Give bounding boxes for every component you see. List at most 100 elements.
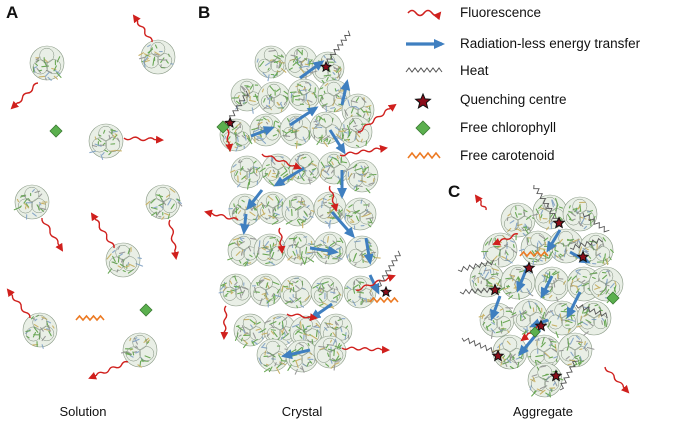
protein-complex [233, 313, 267, 349]
protein-complex [138, 39, 176, 75]
protein-complex [310, 275, 344, 309]
quenching-star-icon [414, 92, 432, 109]
fluorescence-wave [10, 82, 39, 110]
chlorophyll-diamond [529, 326, 541, 338]
protein-complex [518, 230, 558, 266]
fluorescence-wave [355, 274, 396, 291]
energy-transfer-arrow [546, 229, 562, 253]
protein-complex [576, 300, 612, 337]
protein-complex [120, 332, 158, 368]
fluorescence-wave [604, 366, 630, 394]
protein-complex [500, 202, 536, 241]
carotenoid-zigzag [519, 250, 549, 258]
fluorescence-wave [328, 185, 339, 212]
quenching-star [488, 283, 502, 296]
legend-label-fluorescence: Fluorescence [460, 5, 541, 20]
fluorescence-wave [88, 360, 129, 380]
panel-b-caption: Crystal [282, 404, 323, 419]
energy-transfer-arrow [309, 245, 339, 256]
legend-item-fluorescence: Fluorescence [407, 5, 541, 21]
fluorescence-wave [474, 194, 487, 211]
protein-complex [345, 235, 381, 269]
carotenoid-zigzag [369, 296, 399, 304]
fluorescence-wave [341, 345, 390, 354]
protein-complex [279, 113, 313, 149]
fluorescence-wave [357, 103, 397, 133]
protein-complex [527, 362, 564, 398]
legend-item-carotenoid: Free carotenoid [407, 148, 555, 163]
energy-transfer-arrow [239, 213, 250, 235]
protein-complex [317, 151, 351, 186]
energy-transfer-arrow [328, 129, 346, 155]
protein-complex [578, 232, 614, 268]
chlorophyll-diamond-icon [415, 120, 431, 136]
protein-complex [345, 159, 379, 194]
protein-complex [284, 45, 318, 80]
energy-transfer-arrow [363, 237, 374, 265]
protein-complex [289, 315, 323, 349]
protein-complex [287, 78, 321, 112]
heat-squiggle [575, 304, 608, 319]
energy-transfer-arrow [289, 106, 319, 127]
panel-a-letter: A [6, 3, 18, 22]
quenching-star [380, 285, 392, 298]
quenching-star [552, 216, 566, 229]
protein-complex [526, 334, 562, 373]
fluorescence-wave [220, 305, 229, 340]
protein-complex [218, 273, 253, 307]
energy-transfer-arrow [566, 291, 582, 319]
quenching-star [224, 116, 236, 129]
heat-squiggle [459, 287, 491, 295]
protein-complex [256, 338, 290, 374]
quenching-star [549, 369, 563, 382]
process-overlays [6, 14, 630, 394]
energy-transfer-arrow [273, 166, 305, 187]
heat-squiggle [457, 259, 494, 273]
legend-item-quenching: Quenching centre [414, 92, 567, 109]
heat-squiggle [582, 212, 610, 233]
legend-item-heat: Heat [405, 63, 489, 78]
heat-squiggle [324, 30, 351, 66]
fluorescence-wave [6, 288, 31, 319]
fluorescence-wave-icon [407, 9, 442, 21]
panel-c-caption: Aggregate [513, 404, 573, 419]
energy-transfer-arrow [250, 126, 275, 138]
panel-a-caption: Solution [60, 404, 107, 419]
protein-complex [254, 45, 288, 82]
fluorescence-wave [168, 219, 180, 260]
legend: Fluorescence Radiation-less energy trans… [405, 5, 641, 163]
protein-complex [534, 266, 570, 304]
protein-complex [13, 184, 50, 220]
protein-complex [281, 193, 318, 229]
chlorophyll-diamond [139, 303, 153, 317]
fluorescence-wave [123, 135, 164, 144]
legend-label-chlorophyll: Free chlorophyll [460, 120, 556, 135]
heat-squiggle-icon [405, 67, 443, 73]
fluorescence-wave [132, 14, 153, 43]
quenching-star [534, 319, 548, 332]
energy-transfer-arrow [281, 348, 311, 360]
fluorescence-wave [261, 153, 302, 170]
protein-complex [338, 115, 373, 149]
legend-label-quenching: Quenching centre [460, 92, 567, 107]
protein-complex [253, 233, 287, 267]
protein-complex [105, 242, 144, 278]
chlorophyll-diamond [49, 124, 63, 138]
protein-complex [29, 45, 65, 81]
protein-complex [22, 312, 58, 349]
heat-squiggle [533, 184, 559, 224]
legend-item-chlorophyll: Free chlorophyll [415, 120, 556, 136]
carotenoid-zigzag-icon [407, 151, 441, 160]
protein-complex [343, 197, 377, 231]
protein-complex [88, 123, 124, 160]
protein-complex [230, 78, 264, 114]
energy-transfer-arrow [490, 295, 502, 321]
quenching-star [522, 261, 536, 274]
protein-complex [285, 339, 319, 375]
panel-b-letter: B [198, 3, 210, 22]
protein-complex [343, 275, 380, 309]
carotenoid-zigzag [75, 314, 105, 322]
fluorescence-wave [277, 227, 286, 254]
protein-complex [588, 266, 624, 304]
protein-complex [491, 334, 528, 370]
